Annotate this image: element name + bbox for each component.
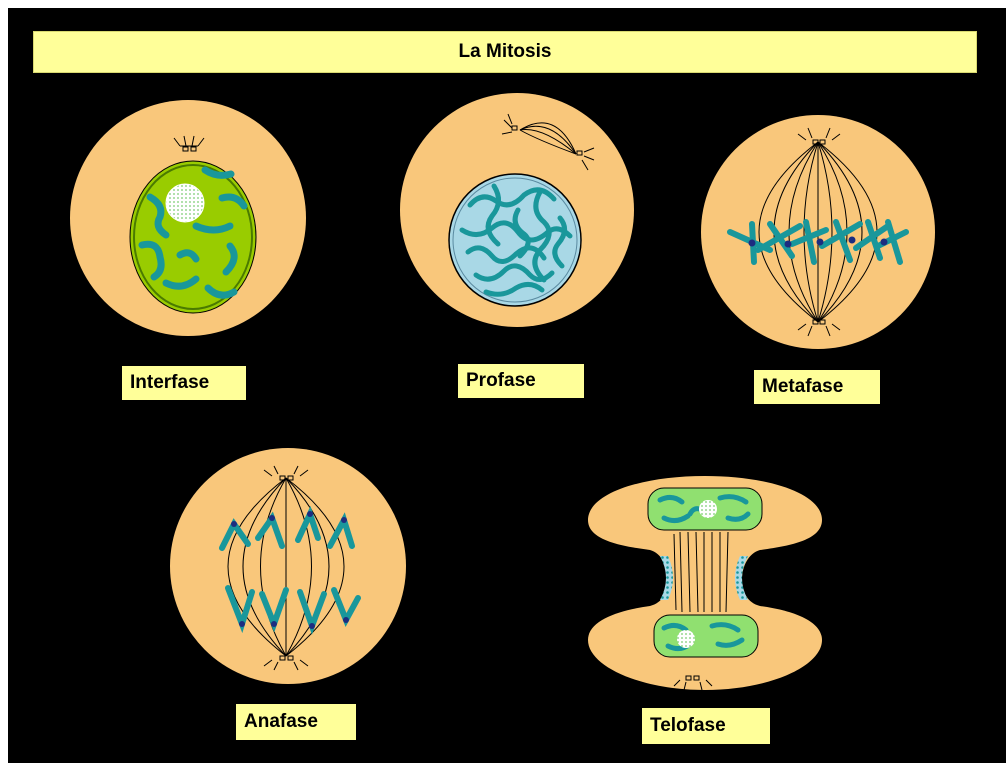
label-metaphase: Metafase (754, 370, 880, 404)
cell-telophase (588, 454, 822, 690)
label-anaphase: Anafase (236, 704, 356, 740)
nucleus-bottom (654, 615, 758, 657)
centrosome-top-icon (670, 454, 708, 469)
cell-prophase (400, 93, 634, 327)
nucleolus (166, 184, 204, 222)
label-prophase: Profase (458, 364, 584, 398)
label-telophase: Telofase (642, 708, 770, 744)
cell-anaphase (170, 448, 406, 684)
cell-interphase (70, 100, 306, 336)
nucleus (130, 161, 256, 313)
cell-metaphase (701, 115, 935, 349)
label-interphase: Interfase (122, 366, 246, 400)
